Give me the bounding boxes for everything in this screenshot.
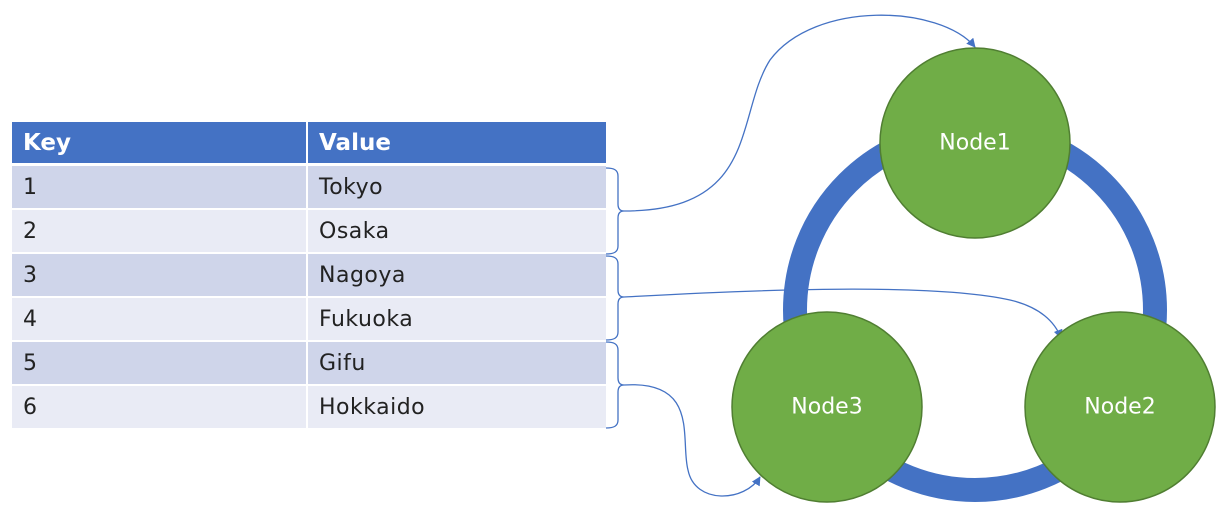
- connector-to-node2: [623, 288, 1063, 339]
- node-3: Node3: [731, 311, 923, 503]
- bracket-rows-1-2: [605, 167, 625, 255]
- value-cell: Hokkaido: [308, 386, 606, 430]
- key-cell: 6: [12, 386, 308, 430]
- node-3-label: Node3: [791, 395, 862, 420]
- node-2-label: Node2: [1084, 395, 1155, 420]
- key-value-table: Key Value 1 Tokyo 2 Osaka 3 Nagoya 4 Fuk…: [12, 122, 606, 430]
- node-2: Node2: [1024, 311, 1216, 503]
- connector-to-node3: [623, 384, 761, 497]
- node-1-circle: [879, 47, 1071, 239]
- key-cell: 4: [12, 298, 308, 342]
- connector-to-node1: [623, 14, 976, 212]
- table-row: 5 Gifu: [12, 342, 606, 386]
- table-row: 6 Hokkaido: [12, 386, 606, 430]
- table-row: 2 Osaka: [12, 210, 606, 254]
- value-column-header: Value: [308, 122, 606, 166]
- table-header-row: Key Value: [12, 122, 606, 166]
- value-cell: Osaka: [308, 210, 606, 254]
- node-2-circle: [1024, 311, 1216, 503]
- key-cell: 2: [12, 210, 308, 254]
- value-cell: Gifu: [308, 342, 606, 386]
- bracket-rows-3-4: [605, 255, 625, 341]
- value-cell: Tokyo: [308, 166, 606, 210]
- table-row: 4 Fukuoka: [12, 298, 606, 342]
- node-1: Node1: [879, 47, 1071, 239]
- node-3-circle: [731, 311, 923, 503]
- bracket-rows-5-6: [605, 341, 625, 429]
- key-column-header: Key: [12, 122, 308, 166]
- key-cell: 1: [12, 166, 308, 210]
- key-cell: 3: [12, 254, 308, 298]
- key-cell: 5: [12, 342, 308, 386]
- table-row: 3 Nagoya: [12, 254, 606, 298]
- value-cell: Nagoya: [308, 254, 606, 298]
- table-row: 1 Tokyo: [12, 166, 606, 210]
- value-cell: Fukuoka: [308, 298, 606, 342]
- node-1-label: Node1: [939, 131, 1010, 156]
